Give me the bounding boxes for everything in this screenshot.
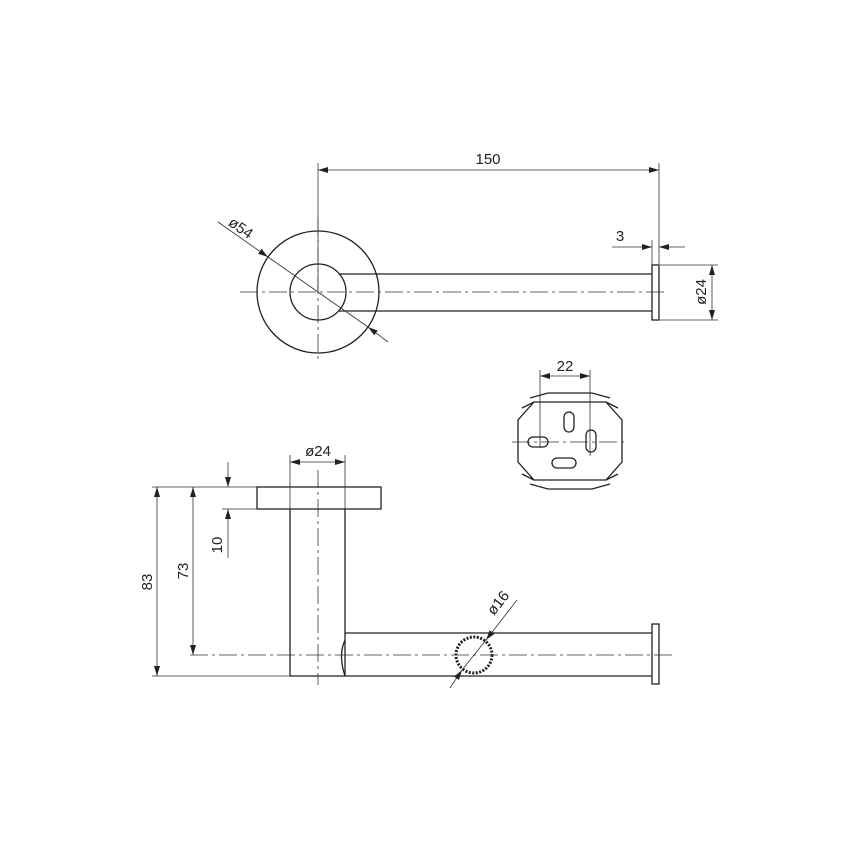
rod-outline — [339, 273, 652, 312]
leader-16 — [449, 669, 463, 689]
dim-bracket-spacing: 22 — [557, 358, 574, 375]
post — [289, 509, 346, 677]
rod — [340, 632, 652, 677]
leader-54 — [367, 326, 389, 343]
extension-lines — [289, 455, 346, 509]
dim-cap-thickness: 3 — [616, 228, 624, 245]
end-cap — [651, 623, 660, 685]
extension-lines — [317, 163, 660, 292]
slot — [563, 411, 575, 433]
extension-lines — [539, 370, 591, 456]
dim-height-center: 73 — [175, 563, 192, 580]
centerlines — [240, 218, 668, 360]
centerlines — [190, 470, 672, 685]
end-cap — [651, 264, 660, 321]
side-view: ø24 83 73 10 ø16 — [139, 443, 672, 689]
top-view: 150 3 ø24 ø54 — [217, 151, 718, 360]
leader-16 — [485, 599, 518, 641]
dim-flange-thickness: 10 — [209, 537, 226, 554]
extension-lines — [660, 264, 718, 321]
dim-cap-diameter: ø24 — [693, 279, 710, 305]
dim-rod-diameter: ø16 — [484, 588, 513, 619]
slot — [585, 429, 597, 453]
dim-rosette-diameter: ø54 — [225, 214, 256, 243]
extension-lines — [152, 486, 290, 677]
bracket-edges — [521, 401, 619, 481]
flange — [256, 486, 382, 510]
slot — [551, 457, 577, 469]
bracket-flanges — [529, 392, 611, 490]
dim-length: 150 — [475, 151, 500, 168]
leader-54 — [217, 221, 269, 258]
mounting-bracket-view: 22 — [512, 358, 628, 490]
leader-54 — [267, 256, 369, 328]
dim-post-diameter: ø24 — [305, 443, 331, 460]
dim-height-total: 83 — [139, 574, 156, 591]
leader-16 — [461, 639, 487, 671]
